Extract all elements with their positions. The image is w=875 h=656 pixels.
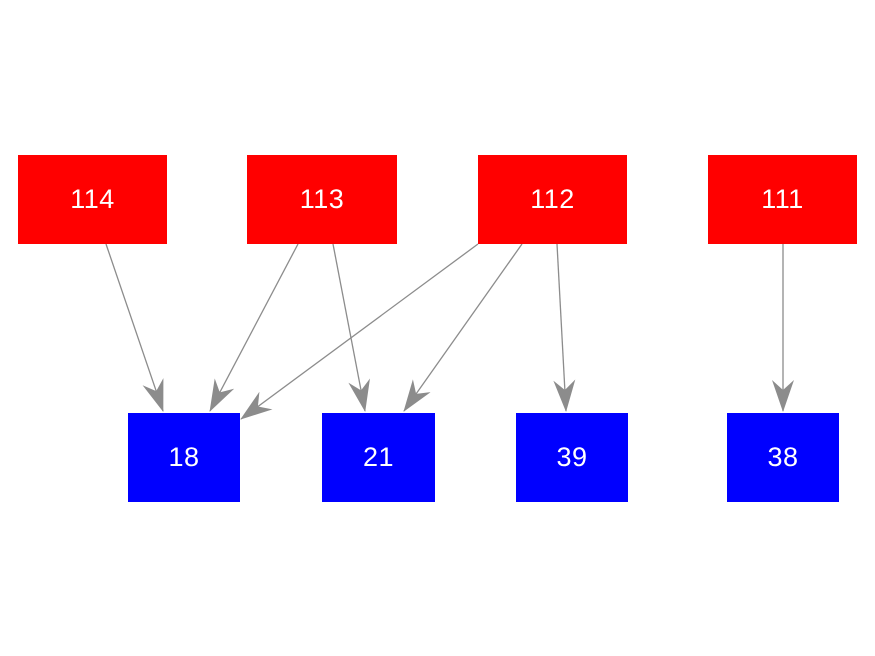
- edge-group: [105, 243, 794, 420]
- edge-113-18: [209, 243, 299, 412]
- node-38-label: 38: [767, 442, 799, 472]
- node-113-label: 113: [299, 184, 345, 214]
- edge-113-21: [332, 243, 370, 412]
- node-111: 111: [708, 155, 857, 244]
- node-21: 21: [322, 413, 435, 502]
- edge-114-18: [105, 243, 164, 412]
- edge-112-18: [240, 243, 479, 420]
- node-18-label: 18: [168, 442, 200, 472]
- node-21-label: 21: [362, 442, 395, 472]
- edge-112-21: [403, 243, 523, 412]
- node-39-label: 39: [556, 442, 588, 472]
- edge-112-39: [553, 243, 576, 412]
- node-112: 112: [478, 155, 627, 244]
- node-114-label: 114: [70, 184, 115, 214]
- node-38: 38: [727, 413, 839, 502]
- node-111-label: 111: [761, 184, 804, 214]
- node-39: 39: [516, 413, 628, 502]
- node-112-label: 112: [530, 184, 575, 214]
- node-113: 113: [247, 155, 397, 244]
- node-114: 114: [18, 155, 167, 244]
- node-18: 18: [128, 413, 240, 502]
